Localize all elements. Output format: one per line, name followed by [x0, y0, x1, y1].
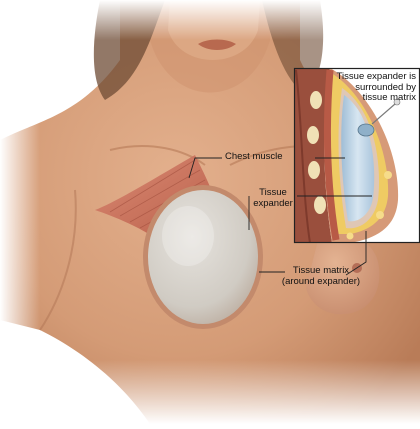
tissue-matrix-label-line2: (around expander): [276, 277, 366, 288]
chest-muscle-label: Chest muscle: [225, 152, 283, 163]
tissue-matrix-label-line1: Tissue matrix: [276, 266, 366, 277]
inset-caption-line3: tissue matrix: [324, 93, 416, 104]
tissue-expander-label-line1: Tissue: [250, 188, 296, 199]
inset-caption-line1: Tissue expander is: [324, 72, 416, 83]
tissue-expander-label-line2: expander: [250, 199, 296, 210]
tissue-expander-label: Tissue expander: [250, 188, 296, 209]
tissue-matrix-label: Tissue matrix (around expander): [276, 266, 366, 287]
inset-caption: Tissue expander is surrounded by tissue …: [324, 72, 416, 104]
